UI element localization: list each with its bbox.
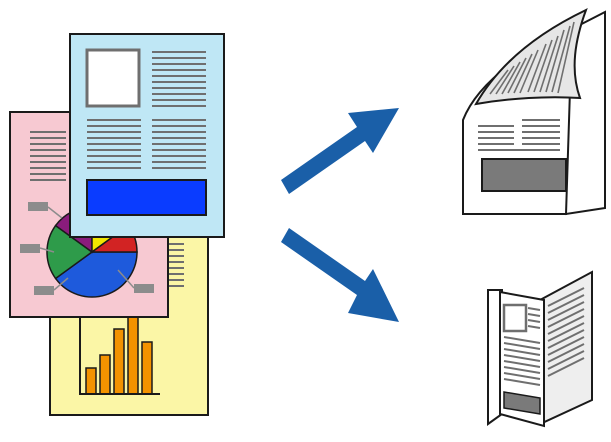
two-sided-printout-icon: [462, 8, 606, 216]
booklet-back-page: [539, 270, 593, 426]
booklet-gray-band: [503, 391, 541, 415]
pie-slice-1: [54, 251, 138, 298]
pie-label-box: [34, 286, 54, 295]
booklet-back-lines: [547, 287, 585, 377]
photo-placeholder: [85, 48, 141, 108]
yellow-page-text-lines: [168, 243, 184, 287]
pie-label-box: [28, 202, 48, 211]
pink-page-text-lines: [30, 131, 66, 181]
pie-label-box: [20, 244, 40, 253]
bar-5: [141, 341, 153, 395]
document-stack-icon: [9, 33, 225, 416]
bar-chart-axis: [79, 310, 160, 395]
bar-4: [127, 315, 139, 395]
folded-booklet-icon: [487, 270, 593, 428]
gray-band: [481, 158, 567, 192]
blue-page: [69, 33, 225, 238]
blue-block: [86, 179, 207, 216]
arrow-down-right-icon: [281, 228, 399, 322]
front-sheet-text-lines: [478, 119, 560, 151]
bar-3: [113, 328, 125, 395]
bar-1: [85, 367, 97, 395]
curled-page-text-lines: [489, 21, 575, 95]
bar-chart: [79, 310, 160, 395]
pie-labels: [20, 202, 154, 295]
pie-slice-2: [46, 224, 94, 280]
blue-page-text-lines: [87, 51, 206, 169]
pie-label-box: [134, 284, 154, 293]
arrow-up-right-icon: [281, 108, 399, 194]
bar-2: [99, 354, 111, 395]
booklet-front-lines: [503, 307, 541, 386]
booklet-photo: [502, 303, 528, 333]
